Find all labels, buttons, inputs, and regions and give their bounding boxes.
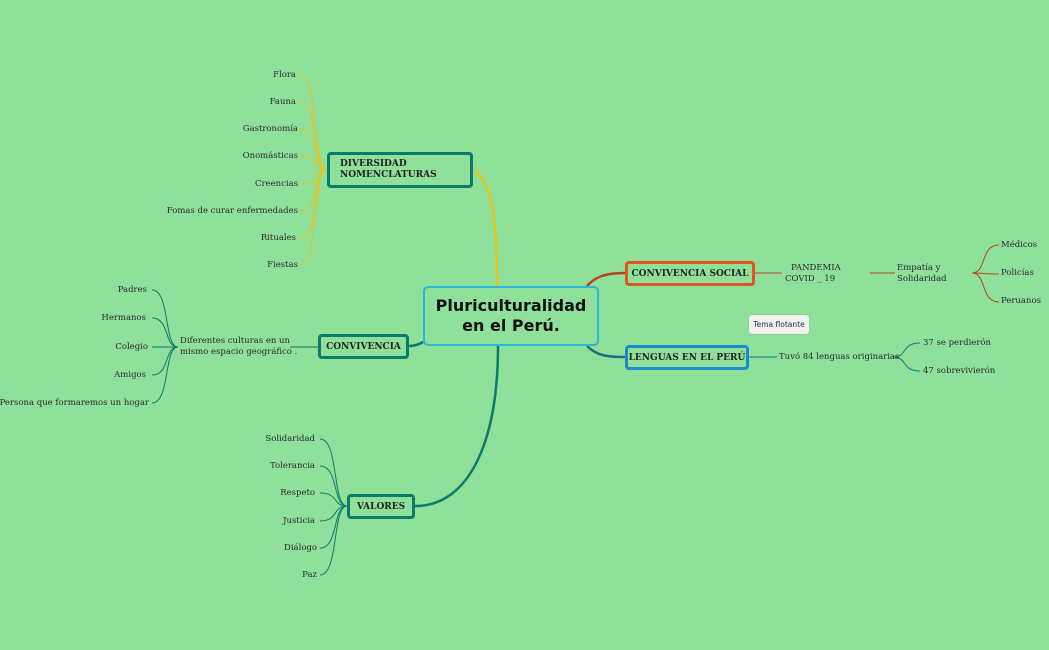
fan-empatia-0 — [971, 244, 1000, 274]
subtopic-gastronomia[interactable]: Gastronomía — [242, 124, 298, 134]
fan-diversidad-7 — [299, 169, 328, 266]
subtopic-policias[interactable]: Policías — [1001, 268, 1034, 278]
central-topic-line1: Pluriculturalidad — [435, 296, 587, 315]
fan-convivencia-1 — [151, 317, 179, 348]
topic-lenguas-label: LENGUAS EN EL PERÚ — [628, 352, 746, 363]
subtopic-hermanos[interactable]: Hermanos — [101, 313, 146, 323]
subtopic-empatia-line1: Empatía y — [897, 263, 941, 273]
subtopic-flora[interactable]: Flora — [273, 70, 296, 80]
branch-lenguas — [586, 345, 626, 359]
central-topic-line2: en el Perú. — [462, 316, 560, 335]
subtopic-37-perdieron[interactable]: 37 se perdierón — [923, 338, 991, 348]
subtopic-padres[interactable]: Padres — [117, 285, 147, 295]
branch-diversidad — [472, 168, 499, 287]
subtopic-47-sobrevivieron[interactable]: 47 sobrevivierón — [923, 366, 996, 376]
fan-valores-2 — [319, 492, 348, 507]
subtopic-dialogo[interactable]: Diálogo — [284, 543, 317, 553]
topic-valores-label: VALORES — [356, 501, 406, 512]
subtopic-pandemia-line2: COVID _ 19 — [785, 274, 836, 284]
branch-convivencia — [408, 340, 424, 348]
subtopic-creencias[interactable]: Creencias — [254, 179, 298, 189]
fan-diversidad-1 — [299, 101, 328, 171]
topic-convivencia-social-label: CONVIVENCIA SOCIAL — [631, 268, 749, 279]
subtopic-colegio[interactable]: Colegio — [115, 342, 148, 352]
fan-diversidad-2 — [299, 128, 328, 171]
subtopic-medicos[interactable]: Médicos — [1001, 240, 1038, 250]
subtopic-justicia[interactable]: Justicia — [283, 516, 315, 526]
subtopic-diferentes-culturas-line2: mismo espacio geográfico . — [180, 347, 298, 357]
topic-diversidad[interactable]: DIVERSIDAD NOMENCLATURAS — [327, 152, 473, 188]
subtopic-fiestas[interactable]: Fiestas — [267, 260, 298, 270]
fan-convivencia-0 — [151, 289, 179, 348]
subtopic-rituales[interactable]: Rituales — [260, 233, 296, 243]
fan-lenguas-0 — [892, 342, 921, 358]
subtopic-fauna[interactable]: Fauna — [269, 97, 296, 107]
fan-valores-1 — [319, 465, 348, 507]
subtopic-solidaridad[interactable]: Solidaridad — [265, 434, 315, 444]
fan-convivencia-3 — [151, 346, 179, 376]
fan-diversidad-5 — [299, 169, 328, 212]
subtopic-tolerancia[interactable]: Tolerancia — [269, 461, 315, 471]
floating-topic[interactable]: Tema flotante — [749, 315, 809, 334]
subtopic-84-lenguas[interactable]: Tuvó 84 lenguas originarias — [779, 352, 900, 362]
subtopic-respeto[interactable]: Respeto — [280, 488, 315, 498]
subtopic-diferentes-culturas[interactable]: Diferentes culturas en un mismo espacio … — [180, 336, 297, 358]
subtopic-onomasticas[interactable]: Onomásticas — [242, 151, 298, 161]
subtopic-empatia[interactable]: Empatía y Solidaridad — [897, 263, 947, 285]
subtopic-diferentes-culturas-line1: Diferentes culturas en un — [180, 336, 290, 346]
topic-convivencia-social[interactable]: CONVIVENCIA SOCIAL — [625, 261, 755, 286]
topic-diversidad-line2: NOMENCLATURAS — [340, 170, 437, 180]
subtopic-pandemia-line1: PANDEMIA — [791, 263, 841, 273]
fan-valores-4 — [319, 505, 348, 549]
branch-convivencia-social — [586, 271, 626, 287]
fan-diversidad-3 — [299, 155, 328, 171]
fan-empatia-2 — [971, 272, 1000, 303]
subtopic-persona-hogar[interactable]: Persona que formaremos un hogar — [0, 398, 149, 408]
fan-valores-0 — [319, 438, 348, 507]
central-topic[interactable]: Pluriculturalidad en el Perú. — [423, 286, 599, 346]
fan-convivencia-4 — [151, 346, 179, 404]
topic-diversidad-line1: DIVERSIDAD — [340, 159, 407, 169]
subtopic-curar-enfermedades[interactable]: Fomas de curar enfermedades — [166, 206, 298, 216]
subtopic-pandemia[interactable]: PANDEMIA COVID _ 19 — [785, 263, 841, 285]
topic-convivencia-label: CONVIVENCIA — [326, 341, 401, 352]
fan-diversidad-0 — [299, 74, 328, 171]
subtopic-peruanos[interactable]: Peruanos — [1001, 296, 1041, 306]
topic-lenguas[interactable]: LENGUAS EN EL PERÚ — [625, 345, 749, 370]
fan-valores-5 — [319, 505, 348, 576]
subtopic-paz[interactable]: Paz — [302, 570, 317, 580]
topic-convivencia[interactable]: CONVIVENCIA — [318, 334, 409, 359]
branch-valores — [414, 345, 500, 508]
subtopic-empatia-line2: Solidaridad — [897, 274, 947, 284]
fan-lenguas-1 — [892, 356, 921, 372]
subtopic-amigos[interactable]: Amigos — [114, 370, 146, 380]
topic-valores[interactable]: VALORES — [347, 494, 415, 519]
